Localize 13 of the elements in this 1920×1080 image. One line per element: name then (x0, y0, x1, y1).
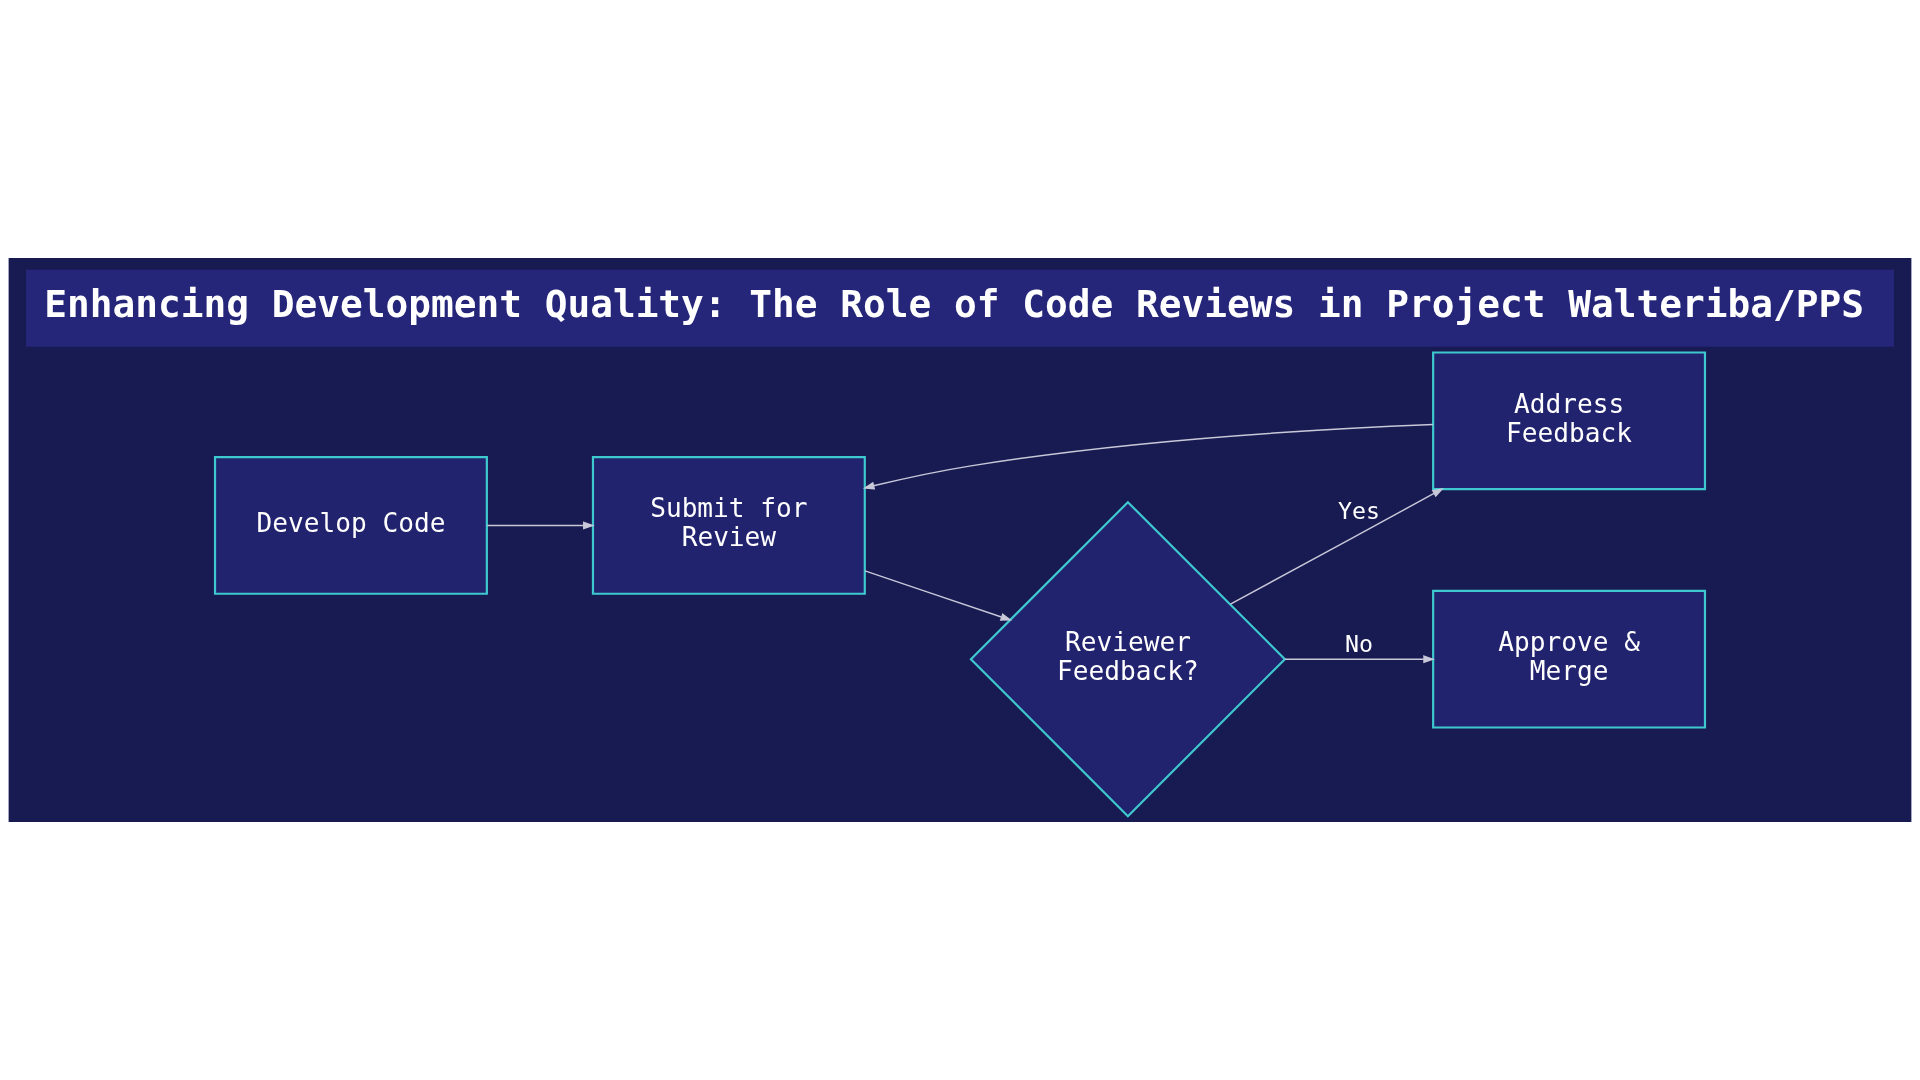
node-diamond: Reviewer Feedback? (969, 500, 1287, 818)
diagram-title: Enhancing Development Quality: The Role of Code Reviews in Project Walteriba/PPS (44, 281, 1864, 326)
arrow (1229, 488, 1444, 605)
arrow (864, 570, 1013, 621)
edge-label: No (1345, 629, 1374, 657)
node-box: Submit for Review (591, 456, 866, 595)
node-box: Approve & Merge (1432, 589, 1707, 729)
edge-label: Yes (1338, 497, 1381, 525)
node-box: Develop Code (213, 456, 488, 595)
arrow (486, 521, 595, 530)
node-box: Address Feedback (1432, 351, 1707, 491)
arrow (862, 423, 1434, 490)
arrow (1284, 655, 1435, 664)
